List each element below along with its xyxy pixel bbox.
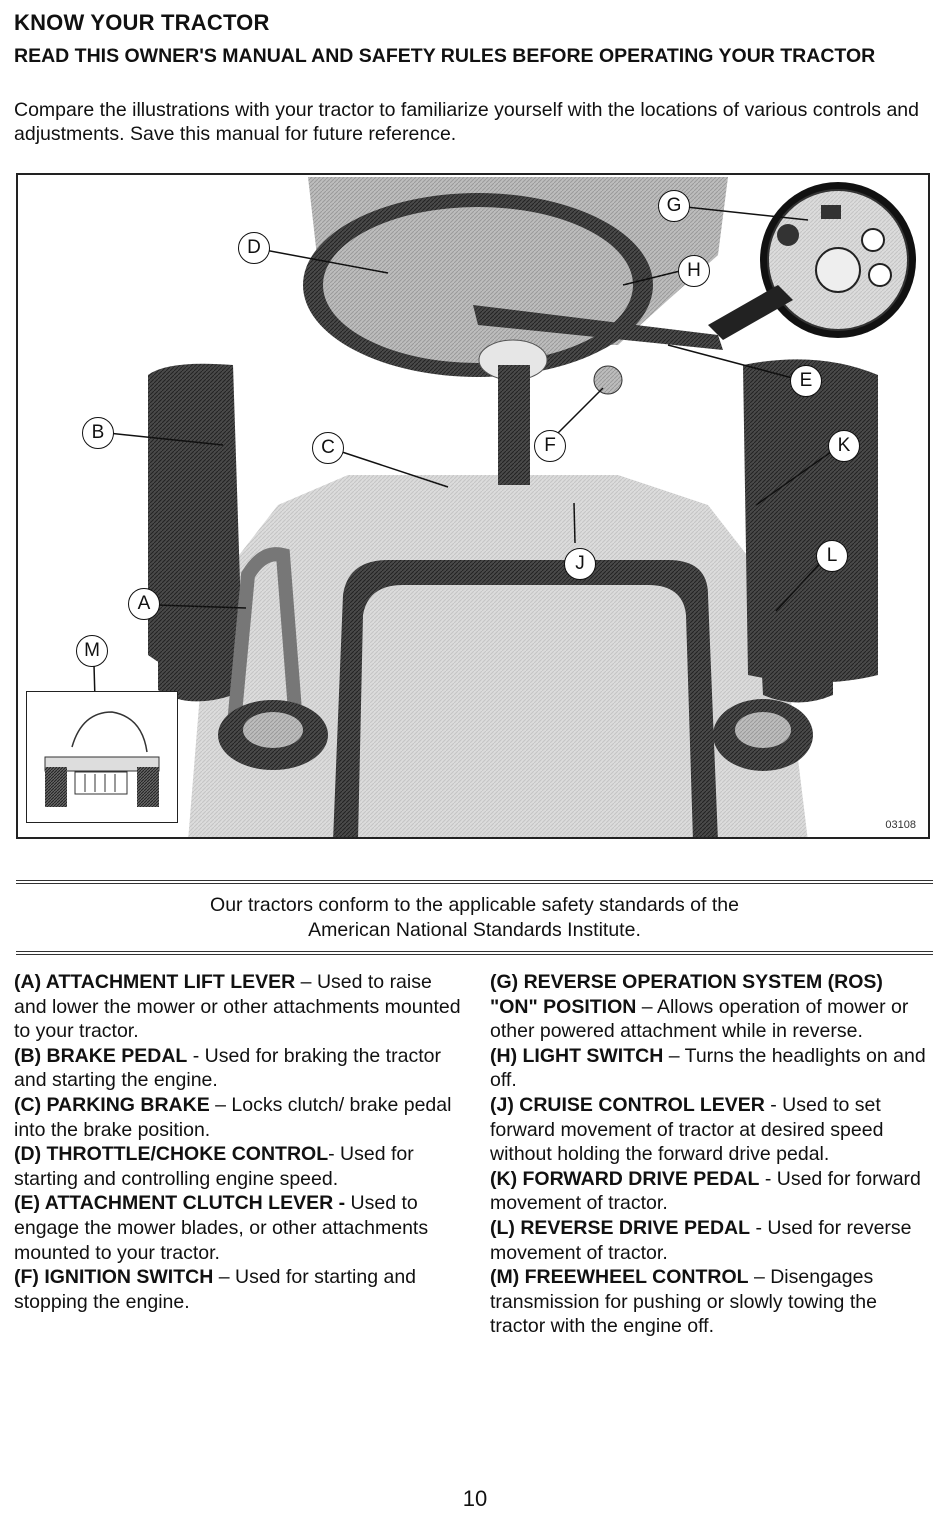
control-label: (D) THROTTLE/CHOKE CONTROL <box>14 1143 329 1166</box>
intro-text: Compare the illustrations with your trac… <box>14 99 919 145</box>
control-item-e: (E) ATTACHMENT CLUTCH LEVER - Used to en… <box>14 1191 462 1265</box>
control-item-a: (A) ATTACHMENT LIFT LEVER – Used to rais… <box>14 970 462 1044</box>
tractor-drawing <box>93 177 916 837</box>
page-number: 10 <box>462 1486 488 1511</box>
callout-h: H <box>678 255 710 287</box>
control-desc: - Used for starting and controlling engi… <box>14 1143 414 1190</box>
callout-f: F <box>534 430 566 462</box>
control-item-g: (G) REVERSE OPERATION SYSTEM (ROS) "ON" … <box>490 970 936 1044</box>
divider-top <box>16 880 933 884</box>
control-item-d: (D) THROTTLE/CHOKE CONTROL- Used for sta… <box>14 1142 462 1191</box>
control-desc: – Used to raise and lower the mower or o… <box>14 971 461 1043</box>
control-label: (M) FREEWHEEL CONTROL <box>490 1266 749 1289</box>
tractor-controls-illustration: D G H B C E F K J L A M 03108 <box>16 173 930 839</box>
callout-m: M <box>76 635 108 667</box>
callout-d: D <box>238 232 270 264</box>
control-desc: - Used for braking the tractor and start… <box>14 1044 441 1092</box>
control-label: (B) BRAKE PEDAL <box>14 1044 188 1067</box>
callout-l: L <box>816 540 848 572</box>
control-label: (J) CRUISE CONTROL LEVER <box>490 1093 765 1116</box>
callout-g: G <box>658 190 690 222</box>
control-label: (E) ATTACHMENT CLUTCH LEVER - <box>14 1192 346 1215</box>
control-item-f: (F) IGNITION SWITCH – Used for starting … <box>14 1265 462 1314</box>
callout-b: B <box>82 417 114 449</box>
control-label: (F) IGNITION SWITCH <box>14 1266 214 1289</box>
control-label: (C) PARKING BRAKE <box>14 1093 210 1116</box>
control-desc: – Disengages transmission for pushing or… <box>490 1266 877 1338</box>
callout-a: A <box>128 588 160 620</box>
control-desc: – Turns the headlights on and off. <box>490 1044 926 1092</box>
control-desc: – Used for starting and stopping the eng… <box>14 1266 417 1313</box>
controls-list-right: (G) REVERSE OPERATION SYSTEM (ROS) "ON" … <box>490 970 936 1339</box>
callout-c: C <box>312 432 344 464</box>
control-desc: - Used to set forward movement of tracto… <box>490 1093 884 1166</box>
control-item-c: (C) PARKING BRAKE – Locks clutch/ brake … <box>14 1093 462 1142</box>
control-item-l: (L) REVERSE DRIVE PEDAL - Used for rever… <box>490 1216 936 1265</box>
control-label: (A) ATTACHMENT LIFT LEVER <box>14 971 296 993</box>
control-desc: – Allows operation of mower or other pow… <box>490 995 909 1043</box>
callout-k: K <box>828 430 860 462</box>
callout-j: J <box>564 548 596 580</box>
control-item-m: (M) FREEWHEEL CONTROL – Disengages trans… <box>490 1265 936 1339</box>
freewheel-inset-illustration <box>26 691 178 823</box>
figure-id: 03108 <box>885 819 916 831</box>
control-desc: - Used for forward movement of tractor. <box>490 1167 921 1215</box>
control-label: (K) FORWARD DRIVE PEDAL <box>490 1167 760 1190</box>
controls-list-left: (A) ATTACHMENT LIFT LEVER – Used to rais… <box>14 970 462 1314</box>
control-label: (L) REVERSE DRIVE PEDAL <box>490 1216 751 1239</box>
callout-e: E <box>790 365 822 397</box>
control-item-b: (B) BRAKE PEDAL - Used for braking the t… <box>14 1044 462 1093</box>
control-desc: Used to engage the mower blades, or othe… <box>14 1192 429 1264</box>
control-label: (G) REVERSE OPERATION SYSTEM (ROS) "ON" … <box>490 971 883 1018</box>
control-label: (H) LIGHT SWITCH <box>490 1044 664 1067</box>
control-desc: – Locks clutch/ brake pedal into the bra… <box>14 1093 452 1141</box>
page-subtitle: READ THIS OWNER'S MANUAL AND SAFETY RULE… <box>14 45 876 67</box>
ansi-note-line-2: American National Standards Institute. <box>308 919 641 941</box>
control-desc: - Used for reverse movement of tractor. <box>490 1216 912 1264</box>
control-item-h: (H) LIGHT SWITCH – Turns the headlights … <box>490 1044 936 1093</box>
divider-bottom <box>16 951 933 955</box>
ansi-note-line-1: Our tractors conform to the applicable s… <box>210 894 739 916</box>
control-item-j: (J) CRUISE CONTROL LEVER - Used to set f… <box>490 1093 936 1167</box>
ansi-compliance-note: Our tractors conform to the applicable s… <box>16 893 933 943</box>
page-title: KNOW YOUR TRACTOR <box>14 10 270 35</box>
control-item-k: (K) FORWARD DRIVE PEDAL - Used for forwa… <box>490 1167 936 1216</box>
